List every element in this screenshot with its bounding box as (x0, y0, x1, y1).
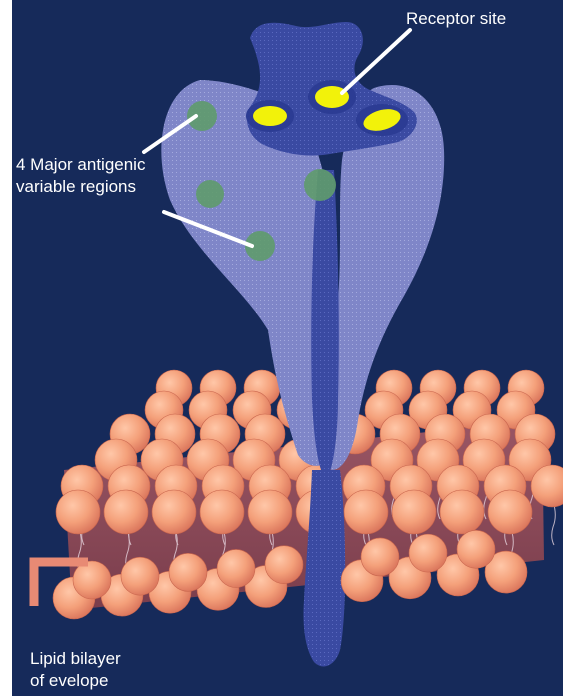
lipid-head (169, 553, 207, 591)
lipid-label-line2: of evelope (30, 671, 108, 690)
lipid-head (440, 490, 484, 534)
receptor-site-label: Receptor site (406, 9, 506, 28)
lipid-head (488, 490, 532, 534)
protein-central-stem (311, 170, 339, 480)
lipid-head (248, 490, 292, 534)
antigenic-label-line2: variable regions (16, 177, 136, 196)
lipid-head (265, 546, 303, 584)
lipid-head (344, 490, 388, 534)
lipid-head (392, 490, 436, 534)
lipid-head (361, 538, 399, 576)
lipid-head (409, 534, 447, 572)
receptor-site-left-core (253, 106, 287, 126)
antigenic-region-3 (304, 169, 336, 201)
lipid-head (152, 490, 196, 534)
hemagglutinin-diagram: Receptor site 4 Major antigenic variable… (12, 0, 563, 696)
lipid-head (73, 561, 111, 599)
lipid-head (56, 490, 100, 534)
antigenic-region-1 (187, 101, 217, 131)
lipid-head (217, 549, 255, 587)
lipid-head (121, 557, 159, 595)
lipid-head (200, 490, 244, 534)
lipid-label-line1: Lipid bilayer (30, 649, 121, 668)
lipid-head (457, 530, 495, 568)
lipid-head (104, 490, 148, 534)
antigenic-label-line1: 4 Major antigenic (16, 155, 146, 174)
antigenic-region-2 (196, 180, 224, 208)
